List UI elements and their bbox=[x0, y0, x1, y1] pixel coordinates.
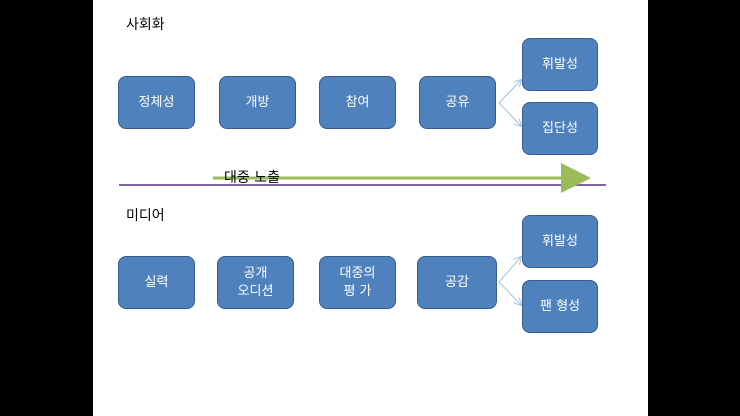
connector-layer bbox=[119, 0, 606, 416]
flow-box-open-audition: 공개 오디션 bbox=[217, 256, 294, 309]
branch-box-volatility-bottom: 휘발성 bbox=[522, 215, 598, 268]
top-section-label: 사회화 bbox=[126, 17, 165, 33]
top-branch-connector-up bbox=[498, 80, 521, 104]
flow-box-sharing: 공유 bbox=[419, 76, 496, 129]
branch-box-collectivity: 집단성 bbox=[522, 102, 598, 155]
top-branch-connector-down bbox=[498, 102, 521, 126]
bottom-branch-connector-down bbox=[498, 281, 521, 305]
bottom-branch-connector-up bbox=[498, 257, 521, 283]
slide: 사회화 정체성 개방 참여 공유 휘발성 집단성 대중 노출 미디어 실력 공개… bbox=[93, 0, 648, 416]
branch-box-fan-formation: 팬 형성 bbox=[522, 280, 598, 333]
flow-box-skill: 실력 bbox=[118, 256, 195, 309]
flow-box-openness: 개방 bbox=[219, 76, 296, 129]
flow-box-identity: 정체성 bbox=[118, 76, 195, 129]
flow-box-empathy: 공감 bbox=[417, 256, 497, 309]
branch-box-volatility-top: 휘발성 bbox=[522, 38, 598, 91]
flow-box-public-evaluation: 대중의 평 가 bbox=[319, 256, 396, 309]
flow-box-participation: 참여 bbox=[319, 76, 396, 129]
bottom-section-label: 미디어 bbox=[126, 208, 165, 224]
exposure-arrow-label: 대중 노출 bbox=[224, 170, 280, 186]
